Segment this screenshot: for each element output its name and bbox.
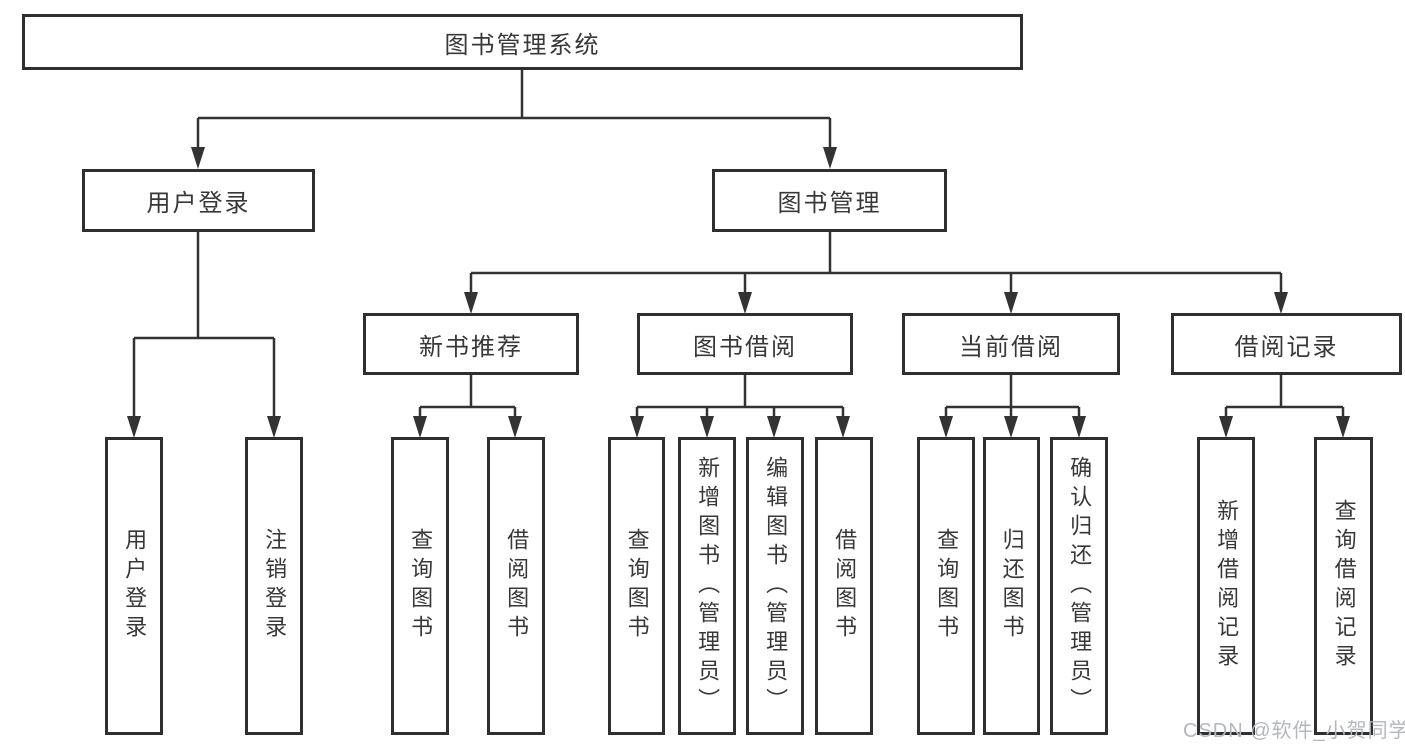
leaf-current-query-books: 查询图书: [917, 437, 975, 735]
leaf-newbook-borrow-books: 借阅图书: [487, 437, 545, 735]
node-root: 图书管理系统: [22, 14, 1023, 70]
leaf-borrow-borrow-books: 借阅图书: [815, 437, 873, 735]
leaf-current-return-books: 归还图书: [983, 437, 1040, 735]
leaf-current-confirm-return-admin: 确认归还（管理员）: [1050, 437, 1108, 735]
node-borrow-records: 借阅记录: [1171, 313, 1402, 375]
leaf-user-login: 用户登录: [105, 437, 163, 735]
node-user-login: 用户登录: [82, 169, 315, 232]
csdn-watermark: CSDN @软件_小贺同学: [1183, 720, 1405, 742]
leaf-logout: 注销登录: [245, 437, 303, 735]
leaf-records-add-record: 新增借阅记录: [1197, 437, 1255, 735]
leaf-newbook-query-books: 查询图书: [391, 437, 449, 735]
node-current-borrow: 当前借阅: [902, 313, 1120, 375]
leaf-borrow-edit-books-admin: 编辑图书（管理员）: [746, 437, 804, 735]
node-book-management: 图书管理: [712, 169, 947, 232]
leaf-records-query-record: 查询借阅记录: [1314, 437, 1373, 735]
leaf-borrow-add-books-admin: 新增图书（管理员）: [678, 437, 736, 735]
node-new-book-recommend: 新书推荐: [363, 313, 579, 375]
node-book-borrow: 图书借阅: [637, 313, 853, 375]
leaf-borrow-query-books: 查询图书: [608, 437, 665, 735]
